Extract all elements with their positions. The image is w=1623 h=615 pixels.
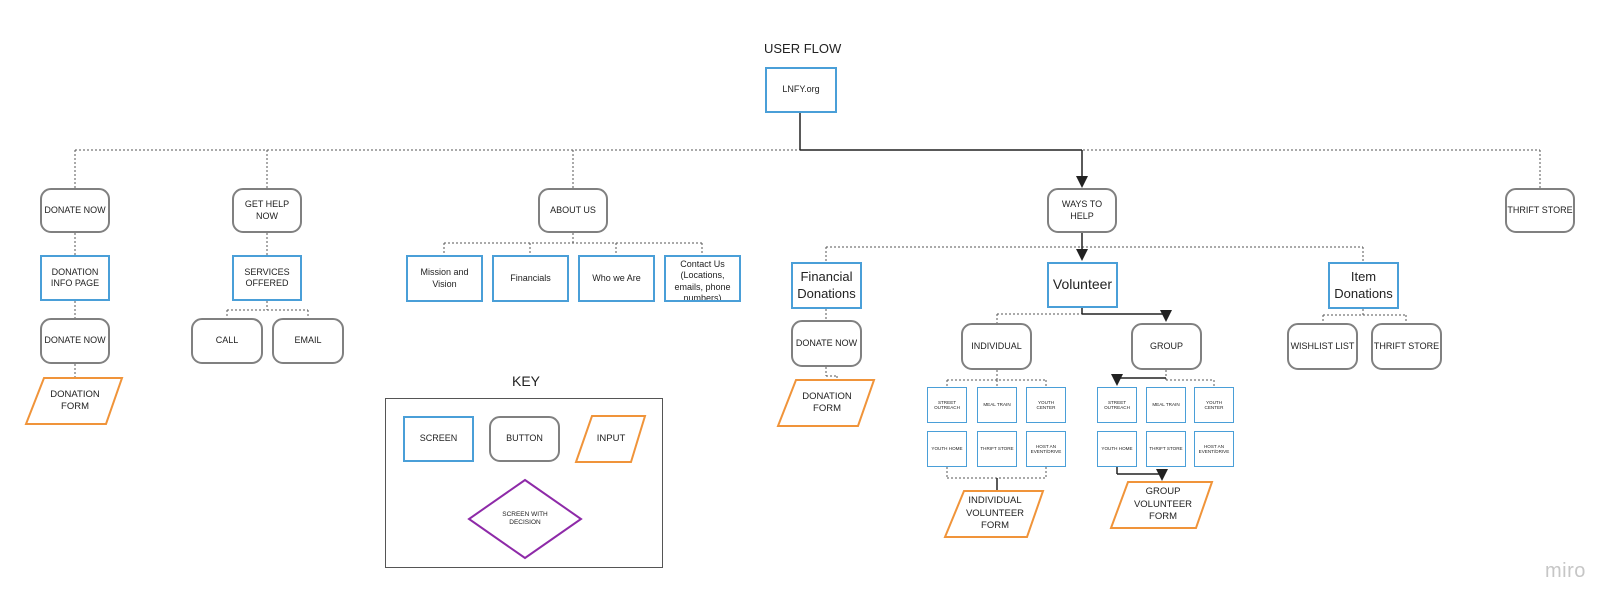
- get-help-now-button[interactable]: GET HELP NOW: [232, 188, 302, 233]
- fin-donation-form-label[interactable]: DONATION FORM: [802, 390, 852, 414]
- root-node: LNFY.org: [765, 67, 837, 113]
- donate-now-button[interactable]: DONATE NOW: [40, 188, 110, 233]
- group-button[interactable]: GROUP: [1131, 323, 1202, 370]
- group-volunteer-form-label[interactable]: GROUP VOLUNTEER FORM: [1133, 486, 1193, 523]
- item-thrift-store-button[interactable]: THRIFT STORE: [1371, 323, 1442, 370]
- donate-now-sub-button[interactable]: DONATE NOW: [40, 318, 110, 364]
- email-button[interactable]: EMAIL: [272, 318, 344, 364]
- individual-button[interactable]: INDIVIDUAL: [961, 323, 1032, 370]
- donation-info-page: DONATION INFO PAGE: [40, 255, 110, 301]
- individual-option-youth-home[interactable]: YOUTH HOME: [927, 431, 967, 467]
- financial-donations-screen: Financial Donations: [791, 262, 862, 309]
- call-button[interactable]: CALL: [191, 318, 263, 364]
- fin-donation-form-shape: [776, 379, 876, 427]
- contact-us-screen: Contact Us (Locations, emails, phone num…: [664, 255, 741, 302]
- key-input-shape: [574, 415, 647, 463]
- donation-form-label[interactable]: DONATION FORM: [50, 388, 100, 412]
- group-option-youth-home[interactable]: YOUTH HOME: [1097, 431, 1137, 467]
- group-option-host-event[interactable]: HOST AN EVENT/DRIVE: [1194, 431, 1234, 467]
- group-option-youth-center[interactable]: YOUTH CENTER: [1194, 387, 1234, 423]
- individual-volunteer-form-label[interactable]: INDIVIDUAL VOLUNTEER FORM: [965, 495, 1025, 532]
- key-title: KEY: [512, 373, 541, 389]
- key-panel: [385, 398, 663, 568]
- ways-to-help-button[interactable]: WAYS TO HELP: [1047, 188, 1117, 233]
- mission-vision-screen: Mission and Vision: [406, 255, 483, 302]
- individual-option-meal-train[interactable]: MEAL TRAIN: [977, 387, 1017, 423]
- individual-option-host-event[interactable]: HOST AN EVENT/DRIVE: [1026, 431, 1066, 467]
- individual-option-thrift-store[interactable]: THRIFT STORE: [977, 431, 1017, 467]
- financials-screen: Financials: [492, 255, 569, 302]
- miro-watermark: miro: [1545, 560, 1586, 582]
- group-form-shape: [1109, 481, 1214, 529]
- fin-donate-now-button[interactable]: DONATE NOW: [791, 320, 862, 367]
- who-we-are-screen: Who we Are: [578, 255, 655, 302]
- key-decision-shape: [467, 478, 583, 560]
- page-title: USER FLOW: [764, 41, 842, 56]
- thrift-store-button[interactable]: THRIFT STORE: [1505, 188, 1575, 233]
- wishlist-button[interactable]: WISHLIST LIST: [1287, 323, 1358, 370]
- group-option-thrift-store[interactable]: THRIFT STORE: [1146, 431, 1186, 467]
- individual-option-street-outreach[interactable]: STREET OUTREACH: [927, 387, 967, 423]
- group-option-street-outreach[interactable]: STREET OUTREACH: [1097, 387, 1137, 423]
- item-donations-screen: Item Donations: [1328, 262, 1399, 309]
- individual-form-shape: [943, 490, 1045, 538]
- services-offered-screen: SERVICES OFFERED: [232, 255, 302, 301]
- key-input-label: INPUT: [596, 432, 626, 444]
- volunteer-screen: Volunteer: [1047, 262, 1118, 308]
- key-decision-label: SCREEN WITH DECISION: [502, 510, 548, 526]
- key-screen-sample: SCREEN: [403, 416, 474, 462]
- group-option-meal-train[interactable]: MEAL TRAIN: [1146, 387, 1186, 423]
- about-us-button[interactable]: ABOUT US: [538, 188, 608, 233]
- key-button-sample: BUTTON: [489, 416, 560, 462]
- individual-option-youth-center[interactable]: YOUTH CENTER: [1026, 387, 1066, 423]
- donation-form-shape: [24, 377, 124, 425]
